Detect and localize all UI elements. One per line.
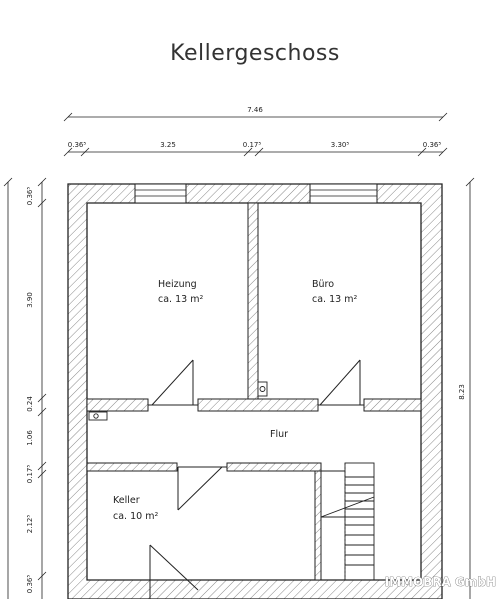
top-segment-label: 0.17⁵ bbox=[243, 141, 262, 149]
fixture bbox=[257, 381, 268, 397]
top-segment-label: 3.30⁵ bbox=[331, 141, 350, 149]
room-name-keller: Keller bbox=[113, 495, 140, 506]
left-segment-label: 0.36⁵ bbox=[26, 187, 34, 206]
top-segment-dimension: 0.36⁵ 3.25 0.17⁵ 3.30⁵ 0.36⁵ bbox=[63, 141, 448, 157]
plan-title: Kellergeschoss bbox=[170, 41, 340, 66]
door bbox=[149, 544, 199, 599]
top-segment-label: 0.36⁵ bbox=[423, 141, 442, 149]
overall-width-label: 7.46 bbox=[247, 106, 263, 114]
interior-walls bbox=[86, 202, 422, 581]
room-name-flur: Flur bbox=[270, 429, 288, 440]
left-segment-label: 0.17⁵ bbox=[26, 465, 34, 484]
staircase bbox=[320, 462, 375, 581]
fixture bbox=[88, 411, 108, 421]
top-segment-label: 0.36⁵ bbox=[68, 141, 87, 149]
door bbox=[148, 359, 198, 406]
watermark: IMMOBRA GmbH bbox=[385, 575, 496, 589]
room-area-heizung: ca. 13 m² bbox=[158, 294, 203, 305]
door bbox=[318, 359, 364, 406]
top-overall-dimension: 7.46 bbox=[63, 106, 448, 122]
room-name-buero: Büro bbox=[312, 279, 334, 290]
left-segment-label: 1.06 bbox=[26, 430, 34, 446]
room-area-buero: ca. 13 m² bbox=[312, 294, 357, 305]
left-segment-label: 0.24 bbox=[26, 396, 34, 412]
left-segment-label: 2.12⁵ bbox=[26, 515, 34, 534]
overall-height-label: 8.23 bbox=[458, 384, 466, 400]
door bbox=[177, 466, 227, 511]
left-segment-label: 3.90 bbox=[26, 292, 34, 308]
room-area-keller: ca. 10 m² bbox=[113, 511, 158, 522]
right-overall-dimension: 8.23 bbox=[458, 177, 475, 599]
window bbox=[134, 183, 187, 204]
window bbox=[309, 183, 378, 204]
left-segment-dimension: 0.36⁵ 3.90 0.24 1.06 0.17⁵ 2.12⁵ 0.36⁵ bbox=[26, 177, 47, 599]
top-segment-label: 3.25 bbox=[160, 141, 176, 149]
left-segment-label: 0.36⁵ bbox=[26, 575, 34, 594]
room-name-heizung: Heizung bbox=[158, 279, 197, 290]
